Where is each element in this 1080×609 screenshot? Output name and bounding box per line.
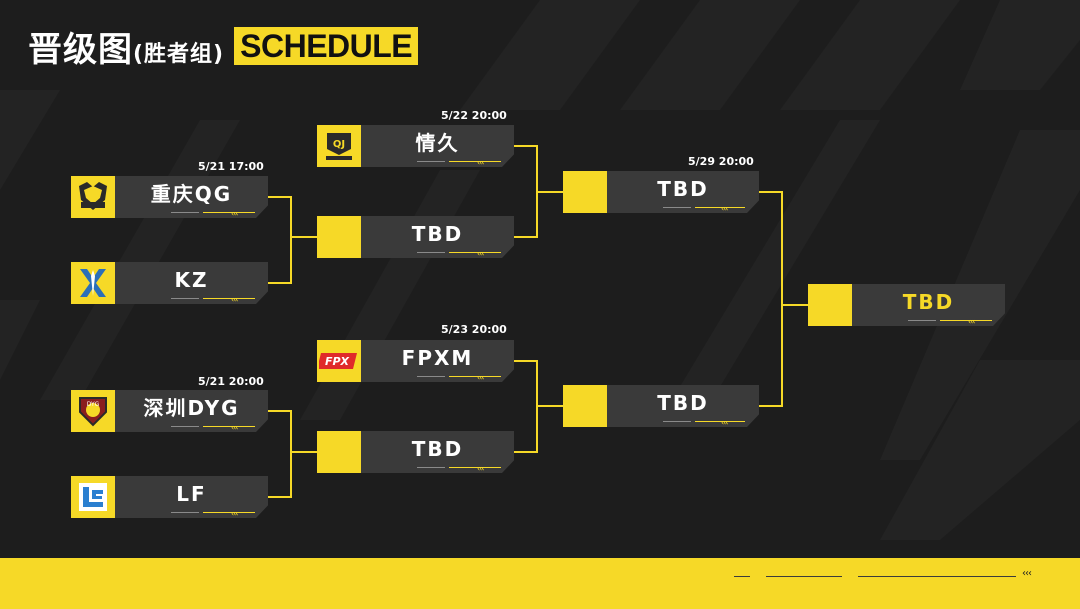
team-slot-tbd-r3b[interactable]: TBD ‹‹‹ — [563, 385, 759, 427]
match-date-4: 5/23 20:00 — [441, 323, 507, 336]
title-sub-text: (胜者组) — [133, 41, 225, 67]
tbd-logo-placeholder — [808, 284, 852, 326]
svg-text:QJ: QJ — [333, 139, 345, 150]
match-date-1: 5/21 17:00 — [198, 160, 264, 173]
team-name-tbd-r2a: TBD — [411, 222, 464, 246]
svg-text:DYG: DYG — [87, 401, 100, 408]
team-slot-qj[interactable]: QJ 情久 ‹‹‹ — [317, 125, 514, 167]
tbd-logo-placeholder — [317, 216, 361, 258]
match-date-2: 5/21 20:00 — [198, 375, 264, 388]
tbd-logo-placeholder — [317, 431, 361, 473]
qg-logo-icon — [71, 176, 115, 218]
footer-divider — [734, 576, 750, 577]
team-name-tbd-r2b: TBD — [411, 437, 464, 461]
title-tag: SCHEDULE — [234, 27, 419, 65]
team-name-fpxm: FPXM — [401, 346, 474, 370]
title-main-text: 晋级图 — [28, 29, 133, 70]
tbd-logo-placeholder — [563, 385, 607, 427]
team-name-kz: KZ — [174, 268, 209, 292]
connector-semis — [759, 191, 783, 407]
team-slot-tbd-r3a[interactable]: TBD ‹‹‹ — [563, 171, 759, 213]
lf-logo-icon — [71, 476, 115, 518]
team-name-qg: 重庆QG — [150, 182, 233, 206]
tbd-logo-placeholder — [563, 171, 607, 213]
team-name-tbd-final: TBD — [902, 290, 955, 314]
team-name-lf: LF — [176, 482, 207, 506]
footer-bar: ‹‹‹ — [0, 558, 1080, 609]
footer-divider — [858, 576, 1016, 577]
match-date-3: 5/22 20:00 — [441, 109, 507, 122]
team-slot-tbd-r2b[interactable]: TBD ‹‹‹ — [317, 431, 514, 473]
team-name-qj: 情久 — [415, 131, 460, 155]
team-slot-kz[interactable]: KZ ‹‹‹ — [71, 262, 268, 304]
dyg-logo-icon: DYG — [71, 390, 115, 432]
team-slot-tbd-final[interactable]: TBD ‹‹‹ — [808, 284, 1005, 326]
page-title: 晋级图(胜者组) SCHEDULE — [28, 26, 419, 70]
kz-logo-icon — [71, 262, 115, 304]
match-date-5: 5/29 20:00 — [688, 155, 754, 168]
footer-divider — [766, 576, 842, 577]
team-name-tbd-r3b: TBD — [657, 391, 709, 415]
connector-qg-kz — [268, 196, 292, 284]
connector-dyg-lf — [268, 410, 292, 498]
fpx-logo-icon: FPX — [317, 340, 361, 382]
team-slot-qg[interactable]: 重庆QG ‹‹‹ — [71, 176, 268, 218]
connector-fpxm-tbd — [514, 360, 538, 453]
footer-arrows-icon: ‹‹‹ — [1022, 568, 1032, 579]
team-slot-fpxm[interactable]: FPX FPXM ‹‹‹ — [317, 340, 514, 382]
team-slot-tbd-r2a[interactable]: TBD ‹‹‹ — [317, 216, 514, 258]
connector-qj-tbd — [514, 145, 538, 238]
team-slot-lf[interactable]: LF ‹‹‹ — [71, 476, 268, 518]
svg-text:FPX: FPX — [325, 355, 350, 368]
team-name-dyg: 深圳DYG — [143, 396, 240, 420]
team-name-tbd-r3a: TBD — [657, 177, 709, 201]
title-main: 晋级图(胜者组) — [28, 22, 224, 71]
qj-logo-icon: QJ — [317, 125, 361, 167]
team-slot-dyg[interactable]: DYG 深圳DYG ‹‹‹ — [71, 390, 268, 432]
